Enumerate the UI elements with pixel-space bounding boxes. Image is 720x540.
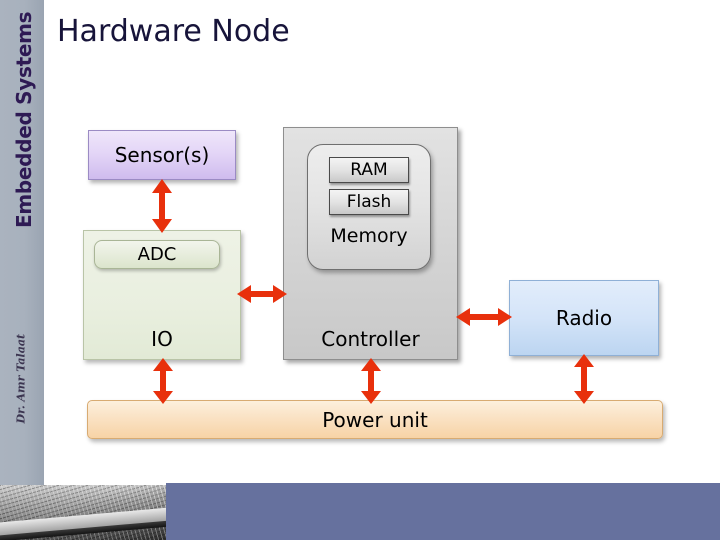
block-sensors[interactable]: Sensor(s) (88, 130, 236, 180)
block-memory[interactable]: RAM Flash Memory (307, 144, 431, 270)
block-flash-label: Flash (346, 192, 392, 212)
block-adc-label: ADC (137, 244, 177, 265)
block-controller-label: Controller (321, 327, 420, 351)
arrow-io-controller (237, 285, 287, 303)
arrow-io-power (153, 358, 173, 404)
block-io-label: IO (151, 327, 173, 351)
block-adc[interactable]: ADC (94, 240, 220, 269)
block-io[interactable]: ADC IO (83, 230, 241, 360)
block-power-unit[interactable]: Power unit (87, 400, 663, 439)
arrow-controller-power (361, 358, 381, 404)
sidebar-course-title: Embedded Systems (12, 11, 36, 228)
block-memory-label: Memory (330, 225, 408, 247)
block-flash[interactable]: Flash (329, 189, 409, 215)
block-ram-label: RAM (350, 160, 388, 180)
block-ram[interactable]: RAM (329, 157, 409, 183)
block-radio-label: Radio (555, 306, 613, 330)
arrow-controller-radio (456, 308, 512, 326)
sidebar-band: Embedded Systems Dr. Amr Talaat (0, 0, 44, 487)
block-radio[interactable]: Radio (509, 280, 659, 356)
block-controller[interactable]: RAM Flash Memory Controller (283, 127, 458, 360)
sidebar-author-name: Dr. Amr Talaat (14, 333, 28, 424)
block-power-unit-label: Power unit (322, 407, 428, 432)
circuit-board-photo (0, 485, 166, 540)
block-sensors-label: Sensor(s) (114, 143, 210, 167)
arrow-sensor-io (152, 179, 172, 233)
footer-bar (166, 483, 720, 540)
arrow-radio-power (574, 354, 594, 404)
page-title: Hardware Node (57, 14, 290, 49)
